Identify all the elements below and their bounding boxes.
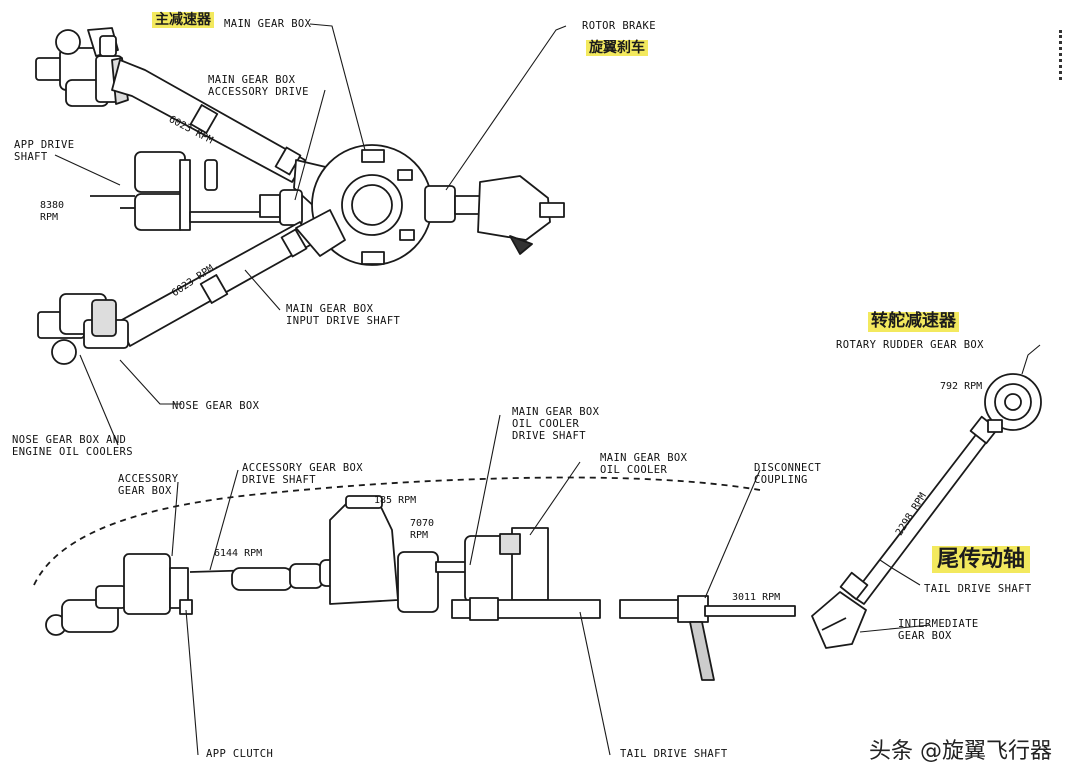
rotor-brake-top	[424, 175, 565, 255]
nose-gear-box-label: NOSE GEAR BOX	[172, 400, 260, 412]
app-rpm: 8380 RPM	[40, 200, 65, 223]
main-gear-box-input-drive-shaft-label: MAIN GEAR BOX INPUT DRIVE SHAFT	[286, 303, 401, 327]
app-drive-shaft-label: APP DRIVE SHAFT	[14, 139, 75, 163]
main-7070-rpm: 7070 RPM	[410, 518, 435, 541]
main-gear-box-oil-cooler-drive-shaft-label: MAIN GEAR BOX OIL COOLER DRIVE SHAFT	[512, 406, 600, 442]
scan-mark	[1059, 30, 1066, 80]
tail-drive-shaft-cn-label: 尾传动轴	[932, 546, 1031, 574]
main-gearbox-top	[311, 144, 433, 266]
tail-drive-shaft-right-label: TAIL DRIVE SHAFT	[924, 583, 1032, 595]
tail-drive-shaft-bottom-label: TAIL DRIVE SHAFT	[620, 748, 728, 760]
app-clutch-label: APP CLUTCH	[206, 748, 274, 760]
accessory-gearbox-side	[45, 553, 193, 636]
app-unit	[90, 151, 303, 231]
rotary-rudder-gearbox	[984, 373, 1042, 433]
accessory-gear-box-label: ACCESSORY GEAR BOX	[118, 473, 179, 497]
watermark: 头条 @旋翼飞行器	[869, 739, 1052, 764]
rotary-rudder-gearbox-cn-label: 转舵减速器	[868, 311, 959, 332]
nose-gear-box-and-engine-oil-coolers-label: NOSE GEAR BOX AND ENGINE OIL COOLERS	[12, 434, 133, 458]
main-gear-box-accessory-drive-label: MAIN GEAR BOX ACCESSORY DRIVE	[208, 74, 309, 98]
intermediate-gear-box-label: INTERMEDIATE GEAR BOX	[898, 618, 979, 642]
disconnect-coupling-label: DISCONNECT COUPLING	[754, 462, 822, 486]
main-gearbox-cn-label: 主减速器	[152, 12, 214, 29]
accessory-gear-box-drive-shaft-label: ACCESSORY GEAR BOX DRIVE SHAFT	[242, 462, 363, 486]
upper-nose-gearbox	[35, 27, 129, 107]
main-gearbox-side	[397, 527, 549, 613]
tail-3011-rpm: 3011 RPM	[732, 592, 781, 603]
rotor-brake-cn-label: 旋翼刹车	[586, 40, 648, 57]
leader-lines	[54, 23, 1041, 756]
engine-side	[189, 495, 399, 605]
accessory-rpm: 6144 RPM	[214, 548, 263, 559]
main-gear-box-oil-cooler-label: MAIN GEAR BOX OIL COOLER	[600, 452, 688, 476]
rotary-rudder-gear-box-label: ROTARY RUDDER GEAR BOX	[836, 339, 984, 351]
main-185-rpm: 185 RPM	[374, 495, 417, 506]
main-gear-box-label: MAIN GEAR BOX	[224, 18, 312, 30]
angled-tail-shaft	[839, 415, 999, 605]
fuselage-outline	[33, 476, 761, 586]
rotor-brake-label: ROTOR BRAKE	[582, 20, 656, 32]
tail-shaft-side	[451, 595, 796, 681]
rudder-gearbox-rpm: 792 RPM	[940, 381, 983, 392]
lower-nose-gearbox	[37, 293, 129, 365]
intermediate-gearbox	[811, 591, 867, 649]
